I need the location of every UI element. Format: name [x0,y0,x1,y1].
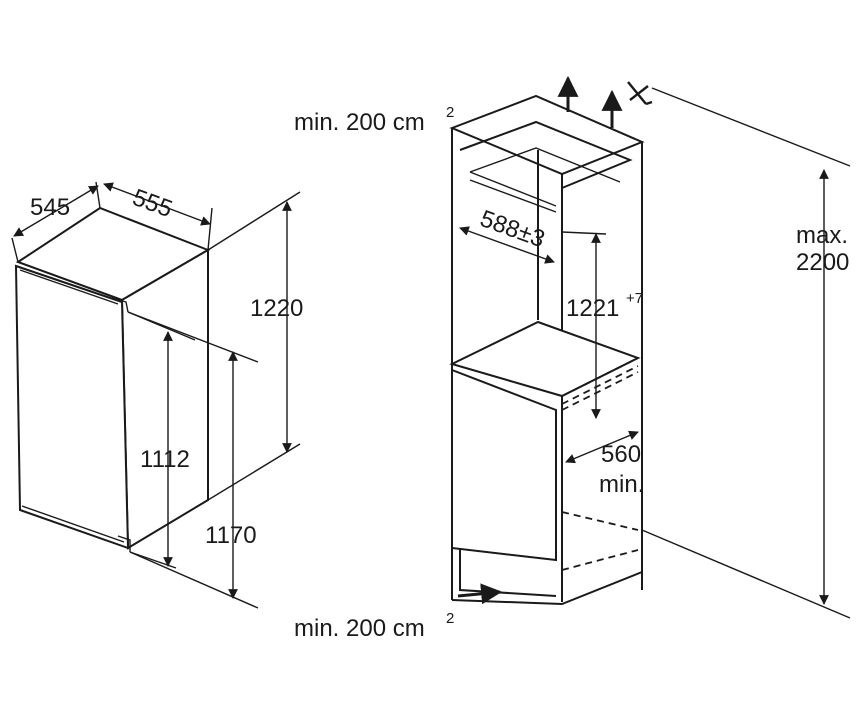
vent-symbol [627,81,653,106]
height-label: 1220 [250,295,303,322]
niche-depth-dimension-line [565,430,639,464]
vent-top-exponent: 2 [446,104,454,121]
width-dimension-line [103,182,211,226]
vent-top-label: min. 200 cm [294,109,425,136]
depth-label: 545 [30,194,70,221]
niche-depth-min-label: min. [599,471,644,498]
vent-bottom-label: min. 200 cm [294,615,425,642]
niche-drawing: min. 200 cm 2 min. 200 cm 2 588±3 1221 +… [294,75,851,642]
door-height-label: 1170 [205,522,257,549]
appliance-side-face [120,248,209,550]
lower-door [451,368,557,562]
niche-width-dimension-line [459,226,555,264]
niche-height-tolerance: +7 [626,290,643,307]
niche-depth-label: 560 [601,441,641,468]
appliance-drawing: 545 555 1220 1112 1170 [11,181,303,609]
niche-height-label: 1221 [566,295,619,322]
vent-bottom-exponent: 2 [446,610,454,627]
appliance-front-door [14,264,130,550]
max-label: max. [796,222,848,249]
hinge-height-label: 1112 [140,446,190,473]
depth-dimension-line [13,185,99,237]
vent-arrow-bottom [457,583,503,605]
max-value-label: 2200 [796,249,849,276]
width-label: 555 [129,184,176,223]
